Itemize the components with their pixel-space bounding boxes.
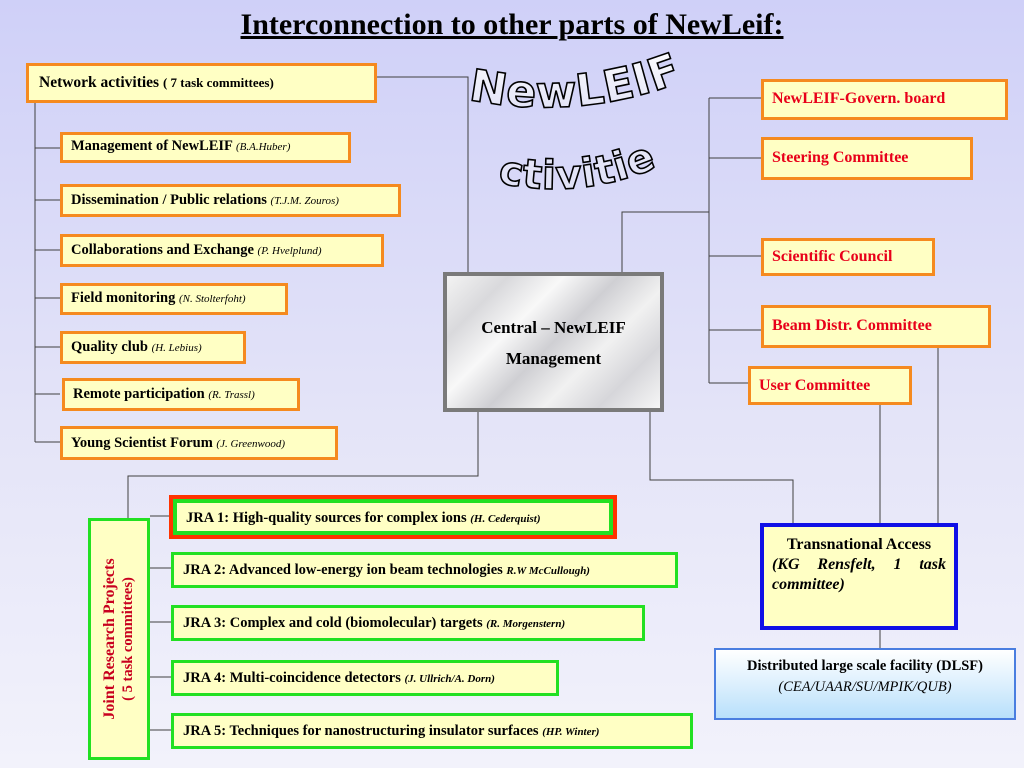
left-item-person: (N. Stolterfoht) [178, 293, 246, 305]
right-item-steering-committee: Steering Committee [761, 137, 973, 180]
jra-item-person: (H. Cederquist) [470, 513, 541, 525]
central-management-box: Central – NewLEIF Management [443, 272, 664, 412]
right-item-govern-board: NewLEIF-Govern. board [761, 79, 1008, 120]
left-item-label: Dissemination / Public relations [71, 192, 267, 208]
jra-item-1: JRA 1: High-quality sources for complex … [173, 499, 613, 535]
left-item-person: (B.A.Huber) [235, 141, 291, 153]
right-item-beam-distr-committee: Beam Distr. Committee [761, 305, 991, 348]
network-activities-note: ( 7 task committees) [162, 75, 274, 90]
left-item-remote-participation: Remote participation (R. Trassl) [62, 378, 300, 411]
left-item-label: Collaborations and Exchange [71, 242, 254, 258]
left-item-collaborations: Collaborations and Exchange (P. Hvelplun… [60, 234, 384, 267]
wire-central-trans [649, 412, 794, 525]
left-item-person: (P. Hvelplund) [257, 245, 322, 257]
right-item-scientific-council: Scientific Council [761, 238, 935, 276]
network-activities-label: Network activities [39, 74, 160, 91]
transnational-title: Transnational Access [786, 536, 932, 553]
dlsf-title: Distributed large scale facility (DLSF) [747, 658, 983, 674]
dlsf-box: Distributed large scale facility (DLSF) … [714, 648, 1016, 720]
jra-item-person: (J. Ullrich/A. Dorn) [404, 673, 495, 685]
left-item-dissemination: Dissemination / Public relations (T.J.M.… [60, 184, 401, 217]
central-line2: Management [505, 349, 602, 368]
wordart-newleif: NewLEIF [466, 44, 686, 119]
jra-item-5: JRA 5: Techniques for nanostructuring in… [171, 713, 693, 749]
network-activities-box: Network activities ( 7 task committees) [26, 63, 377, 103]
left-item-young-scientist: Young Scientist Forum (J. Greenwood) [60, 426, 338, 460]
central-line1: Central – NewLEIF [481, 318, 626, 337]
jra-item-2: JRA 2: Advanced low-energy ion beam tech… [171, 552, 678, 588]
left-item-label: Remote participation [73, 386, 205, 402]
left-item-person: (H. Lebius) [151, 342, 202, 354]
joint-research-projects-box: Joint Research Projects ( 5 task committ… [88, 518, 150, 760]
left-item-person: (J. Greenwood) [216, 438, 286, 450]
wire-central-right [621, 211, 709, 272]
jra-item-person: (R. Morgenstern) [486, 618, 566, 630]
right-item-user-committee: User Committee [748, 366, 912, 405]
transnational-sub: (KG Rensfelt, 1 task committee) [772, 556, 946, 593]
jra-item-person: R.W McCullough) [506, 565, 590, 577]
jra-item-label: JRA 5: Techniques for nanostructuring in… [183, 723, 539, 739]
left-item-quality-club: Quality club (H. Lebius) [60, 331, 246, 364]
left-item-field-monitoring: Field monitoring (N. Stolterfoht) [60, 283, 288, 315]
jrp-line2: ( 5 task committees) [120, 577, 136, 701]
left-item-label: Quality club [71, 339, 148, 355]
wire-network-central [376, 76, 469, 272]
jra-item-label: JRA 1: High-quality sources for complex … [186, 510, 467, 526]
jrp-line1: Joint Research Projects [101, 558, 118, 720]
left-item-person: (T.J.M. Zouros) [270, 195, 339, 207]
jra-item-4: JRA 4: Multi-coincidence detectors (J. U… [171, 660, 559, 696]
jra-item-label: JRA 3: Complex and cold (biomolecular) t… [183, 615, 483, 631]
transnational-access-box: Transnational Access (KG Rensfelt, 1 tas… [760, 523, 958, 630]
left-item-label: Management of NewLEIF [71, 138, 233, 154]
jra-item-label: JRA 4: Multi-coincidence detectors [183, 670, 401, 686]
jra-item-person: (HP. Winter) [542, 726, 600, 738]
jra-item-3: JRA 3: Complex and cold (biomolecular) t… [171, 605, 645, 641]
wire-central-jrp [127, 412, 479, 520]
left-item-label: Young Scientist Forum [71, 435, 213, 451]
left-item-management: Management of NewLEIF (B.A.Huber) [60, 132, 351, 163]
left-item-person: (R. Trassl) [208, 389, 255, 401]
left-item-label: Field monitoring [71, 290, 176, 306]
jra-item-label: JRA 2: Advanced low-energy ion beam tech… [183, 562, 503, 578]
page-title: Interconnection to other parts of NewLei… [240, 8, 784, 41]
dlsf-sub: (CEA/UAAR/SU/MPIK/QUB) [778, 679, 952, 695]
